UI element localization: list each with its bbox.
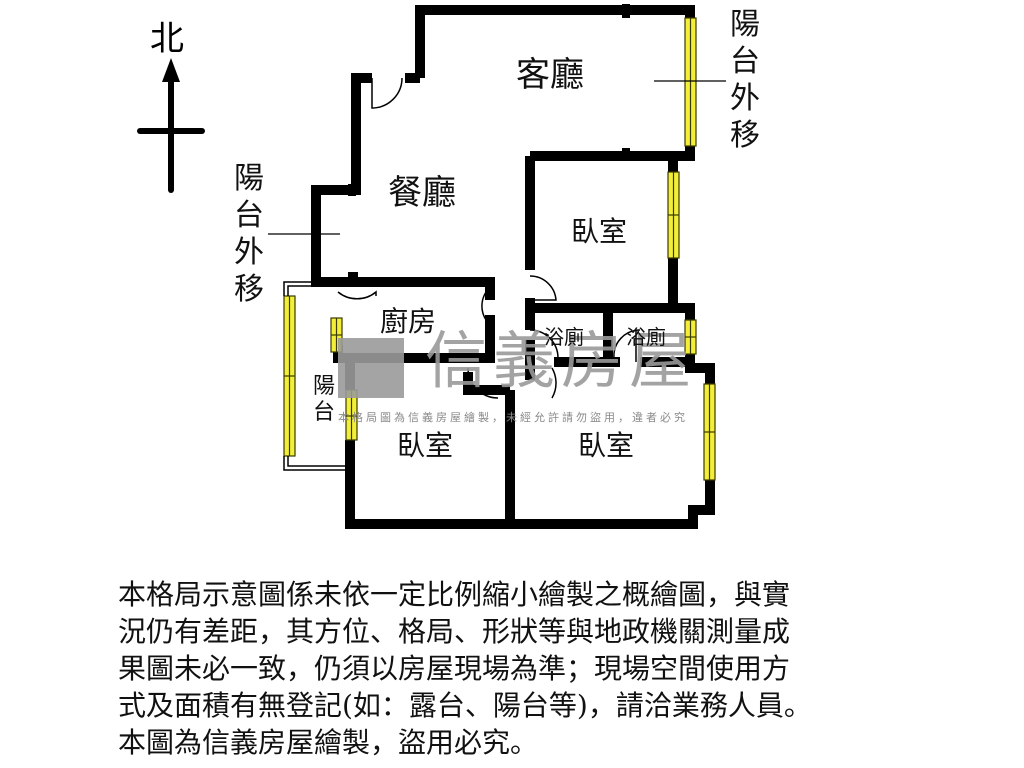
disclaimer-line: 本格局示意圖係未依一定比例縮小繪製之概繪圖，與實	[118, 578, 791, 611]
floor-plan	[137, 4, 726, 529]
room-bedroom-se: 臥室	[578, 429, 635, 462]
door-swings	[337, 77, 641, 399]
balcony-note-small: 陽 台	[312, 374, 335, 425]
walls	[311, 5, 715, 529]
room-bathroom-2: 浴廁	[626, 325, 666, 349]
disclaimer-line: 式及面積有無登記(如：露台、陽台等)，請洽業務人員。	[118, 689, 812, 722]
balcony-outline	[283, 281, 350, 471]
door-jambs	[348, 4, 630, 284]
balcony-note-east: 陽 台 外 移	[730, 7, 760, 153]
north-label: 北	[150, 19, 184, 59]
room-dining-room: 餐廳	[388, 173, 456, 213]
room-bedroom-sw: 臥室	[397, 429, 454, 462]
leader-lines	[268, 80, 726, 235]
room-living-room: 客廳	[516, 55, 584, 95]
windows	[283, 17, 716, 481]
room-bedroom-ne: 臥室	[571, 215, 628, 248]
north-arrow-icon	[137, 58, 205, 193]
disclaimer-line: 本圖為信義房屋繪製，盜用必究。	[118, 726, 539, 759]
watermark-brand: 信義房屋	[425, 324, 698, 397]
watermark-logo-icon	[338, 338, 404, 398]
balcony-note-west: 陽 台 外 移	[234, 161, 264, 307]
room-kitchen: 廚房	[380, 305, 437, 338]
room-bathroom-1: 浴廁	[544, 325, 584, 349]
disclaimer-line: 果圖未必一致，仍須以房屋現場為準；現場空間使用方	[118, 652, 791, 685]
disclaimer-line: 況仍有差距，其方位、格局、形狀等與地政機關測量成	[118, 615, 791, 648]
watermark-notice: 本格局圖為信義房屋繪製，未經允許請勿盜用，違者必究	[338, 411, 688, 424]
disclaimer-text: 本格局示意圖係未依一定比例縮小繪製之概繪圖，與實 況仍有差距，其方位、格局、形狀…	[118, 576, 908, 761]
